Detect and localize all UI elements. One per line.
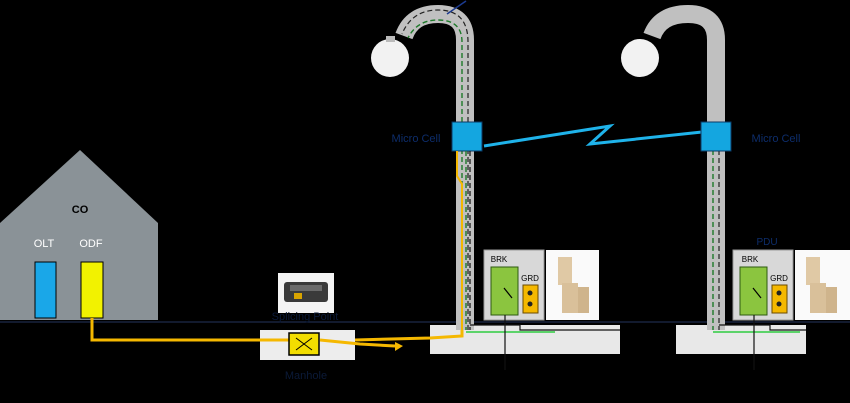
odf-rack — [80, 261, 104, 319]
olt-label: OLT — [34, 238, 55, 250]
micro-cell-right-label: Micro Cell — [752, 133, 801, 145]
lamp-left — [371, 39, 409, 77]
fiber-co-to-manhole — [90, 318, 296, 342]
pdu-right: BRK GRD PDU — [713, 237, 806, 370]
pole-right-arm — [643, 4, 725, 330]
breaker-right-label: BRK — [742, 255, 759, 264]
ground-left-label: GRD — [521, 274, 539, 283]
ground-right — [771, 284, 788, 314]
co-building — [0, 150, 158, 320]
pdu-left-photo — [546, 250, 599, 320]
splicing-point-label: Splicing Point — [272, 311, 339, 323]
foundation-right — [676, 325, 806, 354]
micro-cell-left-label: Micro Cell — [392, 133, 441, 145]
pole-right — [621, 4, 725, 330]
central-office: CO OLT ODF — [0, 150, 158, 320]
breaker-left — [490, 266, 519, 316]
wireless-link — [483, 123, 703, 148]
breaker-left-label: BRK — [491, 255, 508, 264]
micro-cell-right — [700, 121, 732, 152]
manhole-closure — [288, 332, 320, 356]
pdu-left: BRK GRD — [466, 249, 620, 370]
breaker-right — [739, 266, 768, 316]
splicing-point-photo — [278, 273, 334, 313]
pole-left — [371, 0, 474, 330]
fiber-to-pole — [354, 330, 464, 342]
fiber-cable — [90, 318, 464, 348]
ground-left — [522, 284, 539, 314]
micro-cell-left — [451, 121, 483, 152]
pointer-arrow — [446, 0, 467, 15]
fiber-arrow — [395, 342, 403, 351]
odf-label: ODF — [79, 238, 103, 250]
olt-rack — [34, 261, 57, 319]
co-title: CO — [72, 204, 89, 216]
fiber-manhole-out — [319, 338, 396, 348]
pdu-right-label: PDU — [756, 237, 777, 248]
pole-left-cabling — [456, 151, 471, 330]
pole-left-arm — [395, 4, 474, 330]
pdu-right-photo — [795, 250, 850, 320]
manhole-label: Manhole — [285, 370, 327, 382]
ground-right-label: GRD — [770, 274, 788, 283]
lamp-right — [621, 39, 659, 77]
